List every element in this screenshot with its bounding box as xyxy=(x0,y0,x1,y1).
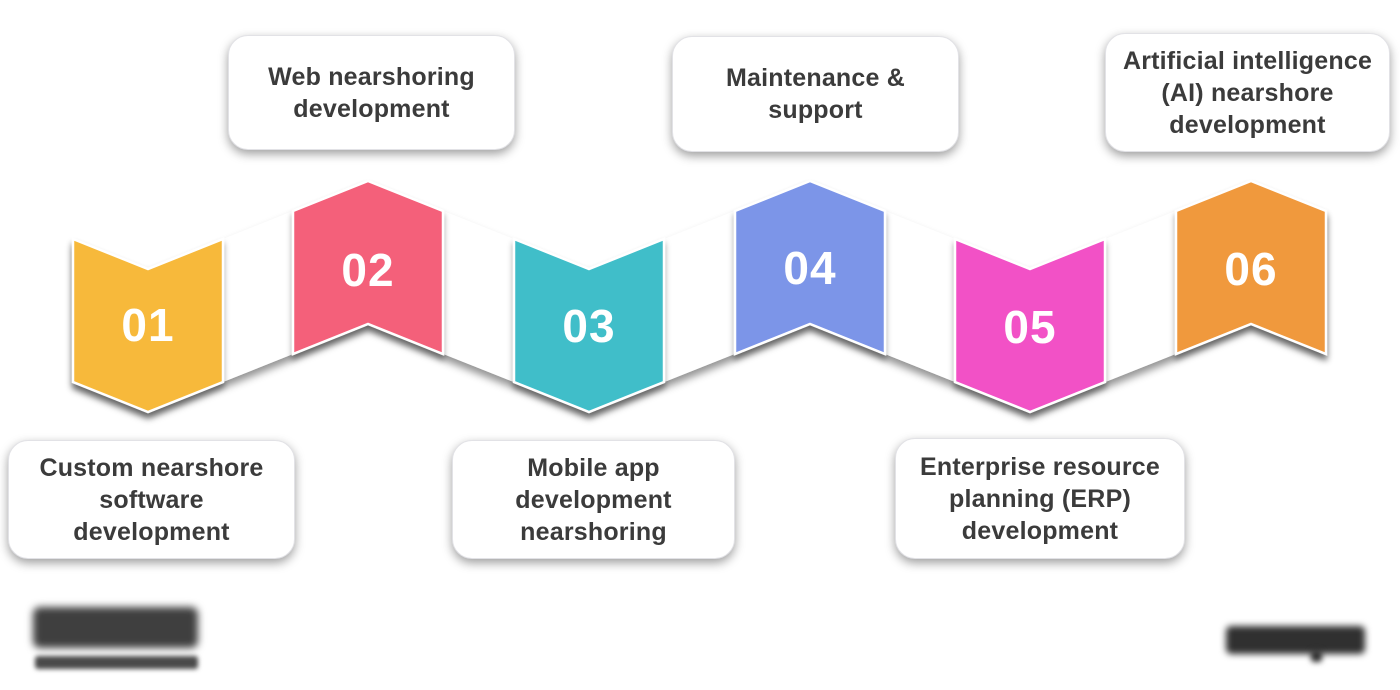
company-tagline-redacted xyxy=(35,656,198,669)
callout-maintenance-support: Maintenance & support xyxy=(672,36,959,152)
step-number-04: 04 xyxy=(783,242,836,294)
callout-text: Maintenance & support xyxy=(725,64,906,124)
callout-custom-nearshore-software: Custom nearshore software development xyxy=(8,440,295,559)
step-numbers: 01 02 03 04 05 06 xyxy=(121,242,1277,353)
callout-web-nearshoring-development: Web nearshoring development xyxy=(228,35,515,150)
step-number-02: 02 xyxy=(341,244,394,296)
step-number-01: 01 xyxy=(121,299,174,351)
step-number-06: 06 xyxy=(1224,243,1277,295)
step-number-03: 03 xyxy=(562,300,615,352)
ribbon-steps xyxy=(71,179,1328,414)
step-chevron-01 xyxy=(71,237,225,414)
ribbon-band xyxy=(73,181,1326,412)
step-chevron-04 xyxy=(733,179,887,356)
callout-ai-nearshore-development: Artificial intelligence (AI) nearshore d… xyxy=(1105,33,1390,152)
watermark-redacted xyxy=(1226,626,1365,654)
step-chevron-02 xyxy=(291,179,445,356)
callout-text: Artificial intelligence (AI) nearshore d… xyxy=(1122,46,1373,139)
callout-mobile-app-development: Mobile app development nearshoring xyxy=(452,440,735,559)
callout-text: Web nearshoring development xyxy=(268,62,475,123)
callout-text: Enterprise resource planning (ERP) devel… xyxy=(919,452,1161,545)
step-chevron-03 xyxy=(512,237,666,414)
step-chevron-06 xyxy=(1174,179,1328,356)
step-chevron-05 xyxy=(953,237,1107,414)
callout-erp-development: Enterprise resource planning (ERP) devel… xyxy=(895,438,1185,559)
company-logo-redacted xyxy=(33,607,198,648)
callout-text: Custom nearshore software development xyxy=(39,453,264,546)
watermark-descender-redacted xyxy=(1311,650,1322,662)
step-number-05: 05 xyxy=(1003,301,1056,353)
callout-text: Mobile app development nearshoring xyxy=(515,453,672,546)
